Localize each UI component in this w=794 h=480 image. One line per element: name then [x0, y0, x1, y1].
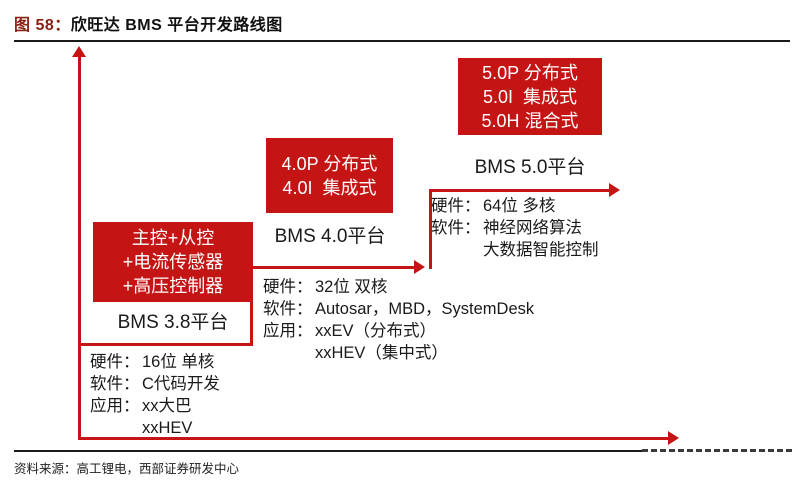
- bms50-box-line: 5.0I 集成式: [482, 86, 578, 107]
- arrowhead-up-icon: [72, 46, 86, 57]
- arrowhead-right-icon: [414, 260, 425, 274]
- spec-key: [263, 342, 315, 364]
- figure-title-text: 欣旺达 BMS 平台开发路线图: [70, 17, 283, 34]
- source-note: 资料来源：高工锂电，西部证券研发中心: [14, 462, 240, 476]
- bms38-platform-label: BMS 3.8平台: [117, 312, 229, 333]
- spec-row: 应用： xxEV（分布式）: [263, 320, 534, 342]
- y-axis-line: [78, 56, 81, 440]
- spec-key: 软件：: [263, 300, 313, 318]
- spec-key: [90, 417, 142, 439]
- spec-value: 神经网络算法: [483, 219, 582, 237]
- spec-value: xxHEV: [142, 419, 193, 437]
- bottom-rule: [14, 450, 642, 452]
- spec-key: 软件：: [90, 375, 140, 393]
- spec-value: xxHEV（集中式）: [315, 344, 448, 362]
- title-rule: [14, 40, 790, 42]
- figure-title: 图 58：欣旺达 BMS 平台开发路线图: [14, 11, 283, 35]
- spec-value: xxEV（分布式）: [315, 322, 437, 340]
- spec-key: 硬件：: [90, 353, 140, 371]
- spec-value: 32位 双核: [315, 278, 388, 296]
- bms50-specs: 硬件： 64位 多核 软件： 神经网络算法 大数据智能控制: [431, 195, 599, 261]
- step-line-2: [250, 266, 416, 269]
- spec-row: 应用： xx大巴: [90, 395, 220, 417]
- bms40-box-line: 4.0P 分布式: [281, 153, 378, 174]
- spec-row: 软件： C代码开发: [90, 373, 220, 395]
- arrowhead-right-icon: [609, 183, 620, 197]
- figure-number: 图 58：: [14, 17, 71, 34]
- bms40-specs: 硬件： 32位 双核 软件： Autosar，MBD，SystemDesk 应用…: [263, 276, 534, 364]
- x-axis-line: [78, 437, 670, 440]
- step-riser-2: [429, 189, 432, 269]
- bms40-box: 4.0P 分布式 4.0I 集成式: [266, 138, 393, 213]
- bms38-box-line: 主控+从控: [131, 228, 215, 248]
- spec-key: 硬件：: [431, 197, 481, 215]
- bms50-platform-label: BMS 5.0平台: [474, 157, 586, 178]
- spec-value: 大数据智能控制: [483, 241, 599, 259]
- bms50-box-line: 5.0H 混合式: [481, 110, 579, 131]
- spec-row: 硬件： 64位 多核: [431, 195, 599, 217]
- spec-key: 硬件：: [263, 278, 313, 296]
- bottom-rule-dashed: [642, 449, 792, 452]
- spec-row: xxHEV: [90, 417, 220, 439]
- spec-value: Autosar，MBD，SystemDesk: [315, 300, 535, 318]
- spec-row: 硬件： 32位 双核: [263, 276, 534, 298]
- spec-row: 硬件： 16位 单核: [90, 351, 220, 373]
- spec-row: 大数据智能控制: [431, 239, 599, 261]
- step-line-1: [78, 343, 253, 346]
- arrowhead-right-icon: [668, 431, 679, 445]
- step-riser-1: [250, 266, 253, 346]
- spec-key: 软件：: [431, 219, 481, 237]
- step-line-3: [429, 189, 611, 192]
- spec-row: 软件： 神经网络算法: [431, 217, 599, 239]
- bms38-box-line: +高压控制器: [122, 276, 224, 296]
- spec-row: xxHEV（集中式）: [263, 342, 534, 364]
- spec-value: 64位 多核: [483, 197, 556, 215]
- bms40-box-line: 4.0I 集成式: [282, 177, 377, 198]
- bms38-specs: 硬件： 16位 单核 软件： C代码开发 应用： xx大巴 xxHEV: [90, 351, 220, 439]
- bms50-box: 5.0P 分布式 5.0I 集成式 5.0H 混合式: [458, 58, 602, 135]
- spec-value: xx大巴: [142, 397, 192, 415]
- spec-key: 应用：: [90, 397, 140, 415]
- spec-key: [431, 239, 483, 261]
- bms38-box: 主控+从控 +电流传感器 +高压控制器: [93, 222, 253, 302]
- bms40-platform-label: BMS 4.0平台: [274, 226, 386, 247]
- spec-row: 软件： Autosar，MBD，SystemDesk: [263, 298, 534, 320]
- spec-key: 应用：: [263, 322, 313, 340]
- bms38-box-line: +电流传感器: [122, 252, 224, 272]
- bms50-box-line: 5.0P 分布式: [482, 62, 578, 83]
- spec-value: 16位 单核: [142, 353, 215, 371]
- spec-value: C代码开发: [142, 375, 220, 393]
